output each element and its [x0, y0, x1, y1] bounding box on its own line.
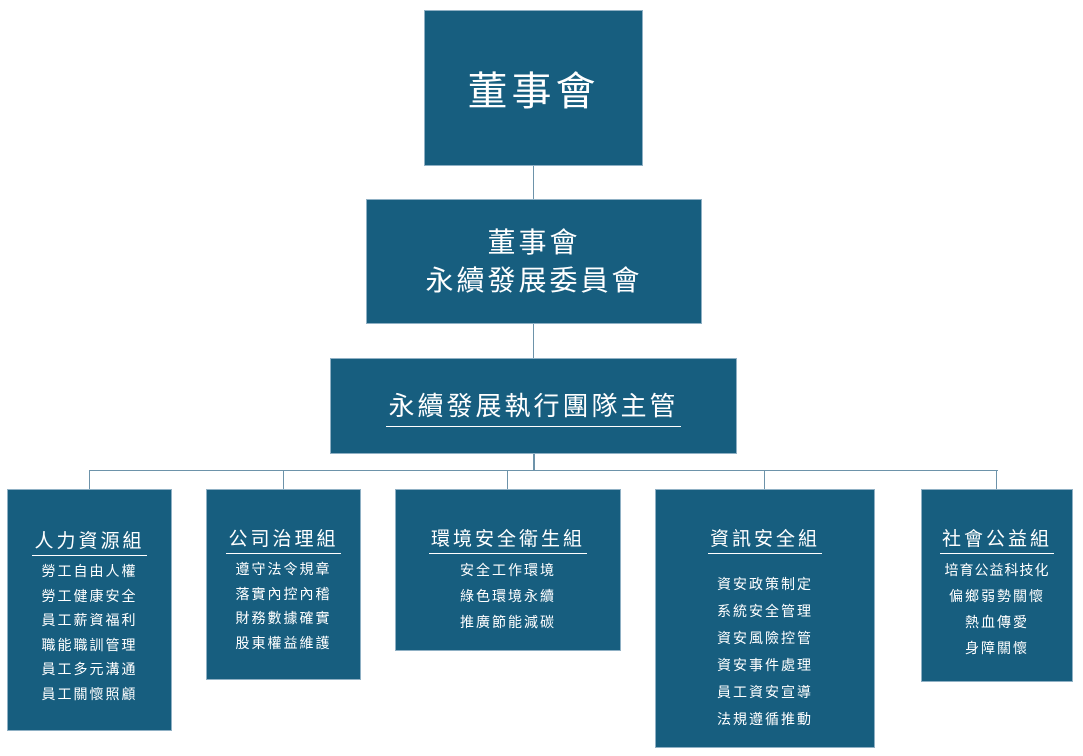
group-item: 資安政策制定 [717, 577, 813, 593]
group-title: 資訊安全組 [707, 524, 822, 554]
group-item: 安全工作環境 [460, 563, 556, 579]
committee-box: 董事會 永續發展委員會 [366, 199, 702, 324]
executive-box: 永續發展執行團隊主管 [330, 358, 737, 454]
executive-title: 永續發展執行團隊主管 [386, 386, 681, 427]
connector [533, 454, 535, 470]
group-item: 資安事件處理 [717, 658, 813, 674]
group-infosec: 資訊安全組 資安政策制定 系統安全管理 資安風險控管 資安事件處理 員工資安宣導… [655, 489, 875, 748]
group-item: 法規遵循推動 [717, 712, 813, 728]
board-box: 董事會 [424, 10, 643, 166]
group-item: 推廣節能減碳 [460, 615, 556, 631]
board-title: 董事會 [467, 69, 600, 115]
group-item: 職能職訓管理 [41, 637, 138, 654]
connector [89, 470, 90, 489]
group-item: 財務數據確實 [235, 611, 332, 627]
connector [533, 166, 534, 199]
group-title: 人力資源組 [32, 526, 147, 556]
group-item: 資安風險控管 [717, 631, 813, 647]
group-item: 勞工健康安全 [41, 588, 138, 605]
group-title: 環境安全衛生組 [428, 524, 587, 554]
connector [533, 324, 534, 358]
group-governance: 公司治理組 遵守法令規章 落實內控內稽 財務數據確實 股東權益維護 [206, 489, 361, 680]
group-item: 偏鄉弱勢關懷 [949, 589, 1045, 605]
group-item: 身障關懷 [965, 641, 1029, 657]
group-title: 公司治理組 [226, 524, 341, 554]
connector [996, 470, 997, 489]
group-social: 社會公益組 培育公益科技化 偏鄉弱勢關懷 熱血傳愛 身障關懷 [921, 489, 1073, 682]
group-item: 員工薪資福利 [41, 613, 138, 629]
group-item: 員工多元溝通 [41, 662, 138, 678]
group-item: 員工關懷照顧 [41, 686, 138, 703]
connector [89, 470, 998, 471]
group-item: 落實內控內稽 [235, 586, 332, 603]
group-item: 勞工自由人權 [41, 564, 138, 580]
group-item: 培育公益科技化 [944, 563, 1050, 579]
group-title: 社會公益組 [939, 524, 1054, 554]
group-item: 員工資安宣導 [717, 685, 813, 701]
connector [283, 470, 284, 489]
group-item: 熱血傳愛 [965, 615, 1029, 631]
connector [507, 470, 508, 489]
committee-line-2: 永續發展委員會 [425, 263, 643, 297]
group-item: 股東權益維護 [235, 635, 332, 652]
group-item: 綠色環境永續 [460, 589, 556, 605]
group-hr: 人力資源組 勞工自由人權 勞工健康安全 員工薪資福利 職能職訓管理 員工多元溝通… [7, 489, 172, 731]
connector [764, 470, 765, 489]
group-item: 遵守法令規章 [235, 562, 332, 578]
group-item: 系統安全管理 [717, 604, 813, 620]
committee-line-1: 董事會 [487, 225, 581, 259]
group-environment: 環境安全衛生組 安全工作環境 綠色環境永續 推廣節能減碳 [395, 489, 621, 651]
